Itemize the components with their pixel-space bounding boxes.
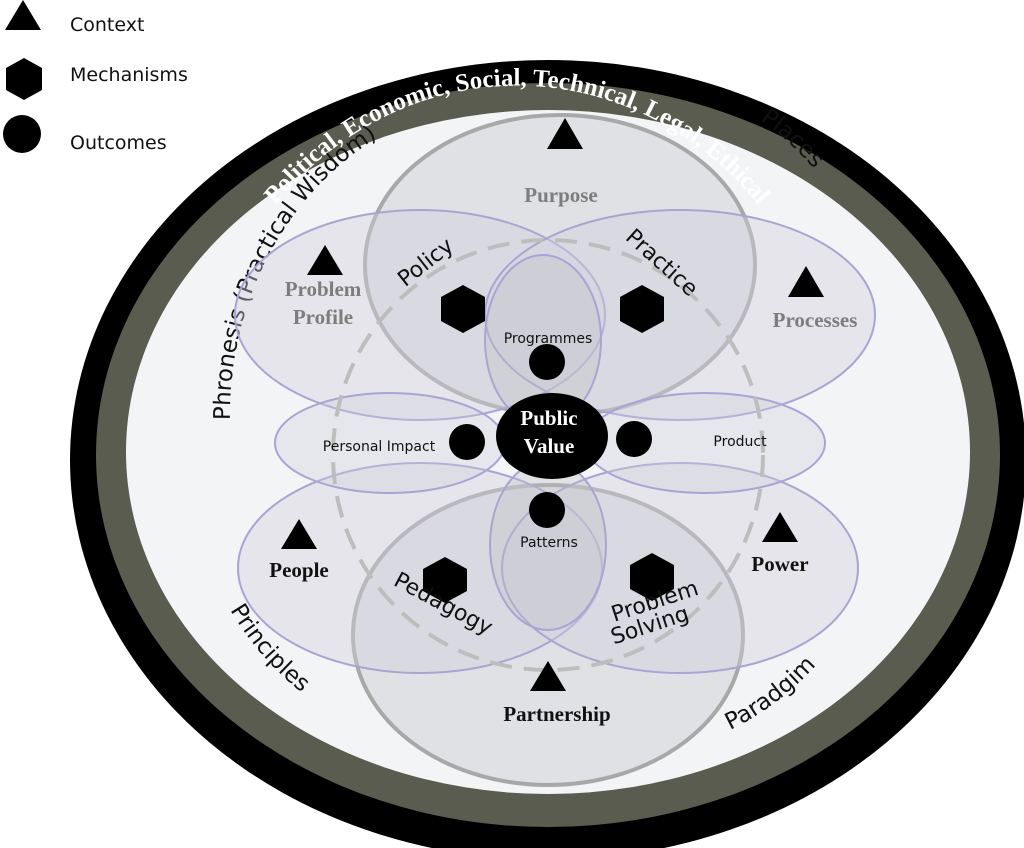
mechanisms-legend-icon: [6, 58, 42, 100]
legend-context-label: Context: [70, 14, 144, 36]
personal-impact-outcome-icon: [449, 424, 485, 460]
problem-profile-label-line2: Profile: [293, 305, 353, 329]
product-label: Product: [713, 434, 767, 450]
policy-mechanism-icon: [441, 285, 485, 333]
partnership-context-icon: [530, 661, 566, 691]
partnership-label: Partnership: [503, 702, 610, 726]
personal-impact-label: Personal Impact: [323, 439, 436, 455]
patterns-outcome-icon: [529, 492, 565, 528]
purpose-label: Purpose: [524, 183, 598, 207]
patterns-label: Patterns: [520, 535, 578, 551]
power-petal: [501, 462, 859, 674]
practice-mechanism-icon: [620, 285, 664, 333]
center-label-line2: Value: [524, 434, 575, 458]
product-outcome-icon: [616, 421, 652, 457]
legend-mechanisms-label: Mechanisms: [70, 64, 188, 86]
problem-profile-context-icon: [307, 245, 343, 275]
dashed-guide-ring: [331, 238, 765, 672]
programmes-outcome-icon: [529, 344, 565, 380]
problem-profile-label-line1: Problem: [285, 277, 362, 301]
legend-outcomes-label: Outcomes: [70, 132, 167, 154]
people-petal: [237, 462, 603, 674]
power-context-icon: [762, 512, 798, 542]
problem-solving-mechanism-icon: [630, 553, 674, 601]
people-label: People: [269, 558, 328, 582]
public-value-center: [496, 393, 608, 479]
outcomes-legend-icon: [3, 115, 41, 153]
people-context-icon: [281, 519, 317, 549]
pedagogy-mechanism-icon: [423, 557, 467, 603]
processes-context-icon: [788, 266, 824, 297]
context-legend-icon: [5, 0, 41, 30]
processes-label: Processes: [773, 308, 858, 332]
legend: Context Mechanisms Outcomes: [3, 0, 188, 154]
purpose-context-icon: [547, 118, 583, 149]
power-label: Power: [751, 552, 808, 576]
center-label-line1: Public: [520, 406, 577, 430]
programmes-label: Programmes: [504, 331, 593, 347]
